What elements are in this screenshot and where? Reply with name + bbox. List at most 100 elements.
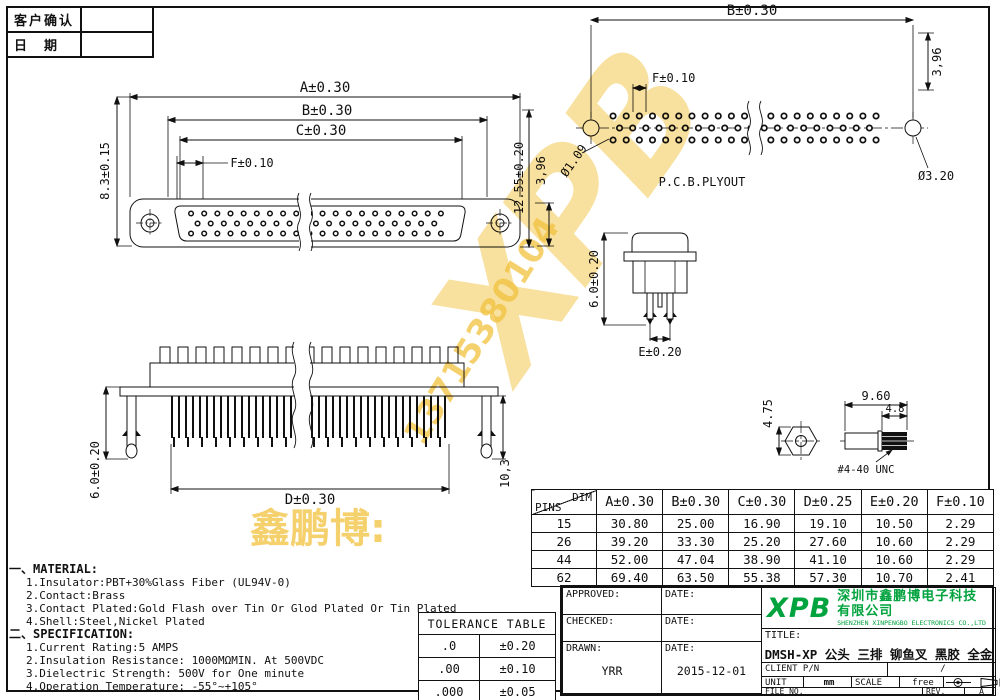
dim-header-cell: A±0.30 bbox=[595, 489, 664, 515]
pcb-dia-pin: Ø1.09 bbox=[558, 142, 590, 180]
material-item: 1.Insulator:PBT+30%Glass Fiber (UL94V-0) bbox=[26, 576, 291, 589]
corner-dim-label: DIM bbox=[572, 491, 592, 504]
dsub-insert bbox=[174, 205, 466, 242]
dim-row-15: 15 30.80 25.00 16.90 19.10 10.50 2.29 bbox=[531, 514, 995, 533]
approved-date-cell[interactable]: DATE: bbox=[661, 587, 762, 615]
company-logo: XPB bbox=[767, 592, 832, 624]
dim-cell: 39.20 bbox=[595, 532, 664, 551]
pins-cell: 44 bbox=[531, 550, 597, 569]
front-dim-right: 12.55±0.20 bbox=[512, 142, 526, 214]
spec-item: 4.Operation Temperature: -55°~+105° bbox=[26, 680, 258, 693]
dim-cell: 25.00 bbox=[662, 514, 730, 533]
checked-cell[interactable]: CHECKED: bbox=[562, 614, 662, 642]
dim-cell: 2.29 bbox=[926, 514, 995, 533]
approved-cell[interactable]: APPROVED: bbox=[562, 587, 662, 615]
pcb-dim-396: 3,96 bbox=[930, 48, 944, 77]
dim-row-62: 62 69.40 63.50 55.38 57.30 10.70 2.41 bbox=[531, 568, 995, 587]
screw-dim-len: 9.60 bbox=[862, 389, 891, 403]
screw-thread-spec: #4-40 UNC bbox=[838, 464, 895, 476]
tol-value: ±0.20 bbox=[479, 634, 556, 658]
dim-cell: 2.29 bbox=[926, 550, 995, 569]
drawn-label: DRAWN: bbox=[566, 643, 603, 654]
dim-header-row: DIM PINS A±0.30 B±0.30 C±0.30 D±0.25 E±0… bbox=[531, 489, 995, 515]
spec-item: 1.Current Rating:5 AMPS bbox=[26, 641, 179, 654]
screw-detail-linework bbox=[775, 401, 914, 463]
pins-cell: 26 bbox=[531, 532, 597, 551]
side-dim-e: E±0.20 bbox=[638, 345, 681, 359]
front-dim-b: B±0.30 bbox=[302, 103, 353, 119]
approved-label: APPROVED: bbox=[566, 589, 621, 600]
side-dim-height: 6.0±0.20 bbox=[587, 250, 601, 308]
dim-header-cell: F±0.10 bbox=[926, 489, 995, 515]
insulator-body bbox=[632, 260, 688, 294]
confirm-value-cell[interactable] bbox=[80, 6, 155, 33]
customer-confirm-box: 客户确认 日 期 bbox=[5, 6, 155, 58]
tol-digits: .0 bbox=[418, 634, 480, 658]
dim-cell: 16.90 bbox=[728, 514, 796, 533]
pins-cell: 62 bbox=[531, 568, 597, 587]
shell-dome bbox=[631, 232, 689, 253]
dim-cell: 33.30 bbox=[662, 532, 730, 551]
drawing-title: DMSH-XP 公头 三排 铆鱼叉 黑胶 全金 bbox=[764, 647, 993, 662]
dim-row-26: 26 39.20 33.30 25.20 27.60 10.60 2.29 bbox=[531, 532, 995, 551]
scale-label: SCALE bbox=[851, 677, 899, 687]
drawn-date-cell: DATE: 2015-12-01 bbox=[661, 641, 762, 694]
dim-cell: 10.50 bbox=[860, 514, 928, 533]
dim-cell: 55.38 bbox=[728, 568, 796, 587]
bottom-view-linework bbox=[102, 341, 507, 494]
date-value-cell[interactable] bbox=[80, 31, 155, 58]
client-row: CLIENT P/N / bbox=[761, 662, 996, 677]
bottom-dim-height: 6.0±0.20 bbox=[88, 441, 102, 499]
unit-label: UNIT bbox=[765, 678, 787, 687]
dim-cell: 52.00 bbox=[595, 550, 664, 569]
front-dim-c: C±0.30 bbox=[296, 123, 347, 139]
dim-cell: 41.10 bbox=[794, 550, 862, 569]
scale-value: free bbox=[899, 677, 943, 687]
dim-cell: 57.30 bbox=[794, 568, 862, 587]
title-cell: TITLE: DMSH-XP 公头 三排 铆鱼叉 黑胶 全金 bbox=[761, 628, 996, 663]
dim-cell: 10.70 bbox=[860, 568, 928, 587]
front-dim-height: 8.3±0.15 bbox=[98, 142, 112, 200]
front-dim-a: A±0.30 bbox=[300, 80, 351, 96]
file-no-row: FILE NO. REV. A bbox=[761, 687, 996, 696]
dim-header-cell: B±0.30 bbox=[662, 489, 730, 515]
rev-label: REV. bbox=[922, 688, 964, 695]
dim-cell: 69.40 bbox=[595, 568, 664, 587]
pcb-view-linework bbox=[576, 16, 934, 169]
drawn-value: YRR bbox=[601, 664, 623, 678]
dim-cell: 63.50 bbox=[662, 568, 730, 587]
material-item: 3.Contact Plated:Gold Flash over Tin Or … bbox=[26, 602, 457, 615]
company-cell: XPB 深圳市鑫鹏博电子科技有限公司 SHENZHEN XINPENGBO EL… bbox=[761, 587, 996, 629]
side-view-linework bbox=[600, 231, 697, 343]
pcb-hole-right bbox=[904, 119, 922, 137]
tol-digits: .000 bbox=[418, 680, 480, 700]
dim-cell: 38.90 bbox=[728, 550, 796, 569]
dim-cell: 19.10 bbox=[794, 514, 862, 533]
checked-label: CHECKED: bbox=[566, 616, 615, 627]
dim-cell: 27.60 bbox=[794, 532, 862, 551]
rev-value: A bbox=[964, 688, 995, 695]
tol-digits: .00 bbox=[418, 657, 480, 681]
dim-header-cell: D±0.25 bbox=[794, 489, 862, 515]
corner-pins-label: PINS bbox=[535, 501, 562, 514]
projection-symbol-icon bbox=[946, 677, 1000, 687]
drawn-cell: DRAWN: YRR bbox=[562, 641, 662, 694]
dim-header-cell: E±0.20 bbox=[860, 489, 928, 515]
client-pn-value: / bbox=[887, 663, 995, 676]
dim-pins-corner-cell: DIM PINS bbox=[531, 489, 597, 515]
confirm-label: 客户确认 bbox=[5, 6, 83, 33]
front-dim-f: F±0.10 bbox=[230, 156, 273, 170]
bottom-dim-103: 10,3 bbox=[498, 459, 512, 488]
pins-dimension-table: DIM PINS A±0.30 B±0.30 C±0.30 D±0.25 E±0… bbox=[531, 489, 995, 587]
pcb-dia-hole: Ø3.20 bbox=[918, 169, 954, 183]
drawn-date-label: DATE: bbox=[665, 643, 696, 654]
spec-item: 2.Insulation Resistance: 1000MΩMIN. At 5… bbox=[26, 654, 325, 667]
dim-cell: 10.60 bbox=[860, 532, 928, 551]
checked-date-cell[interactable]: DATE: bbox=[661, 614, 762, 642]
approved-date-label: DATE: bbox=[665, 589, 696, 600]
pcb-dim-f: F±0.10 bbox=[652, 71, 695, 85]
pcb-caption: P.C.B.PLYOUT bbox=[659, 175, 746, 189]
drawn-date-value: 2015-12-01 bbox=[676, 664, 747, 678]
